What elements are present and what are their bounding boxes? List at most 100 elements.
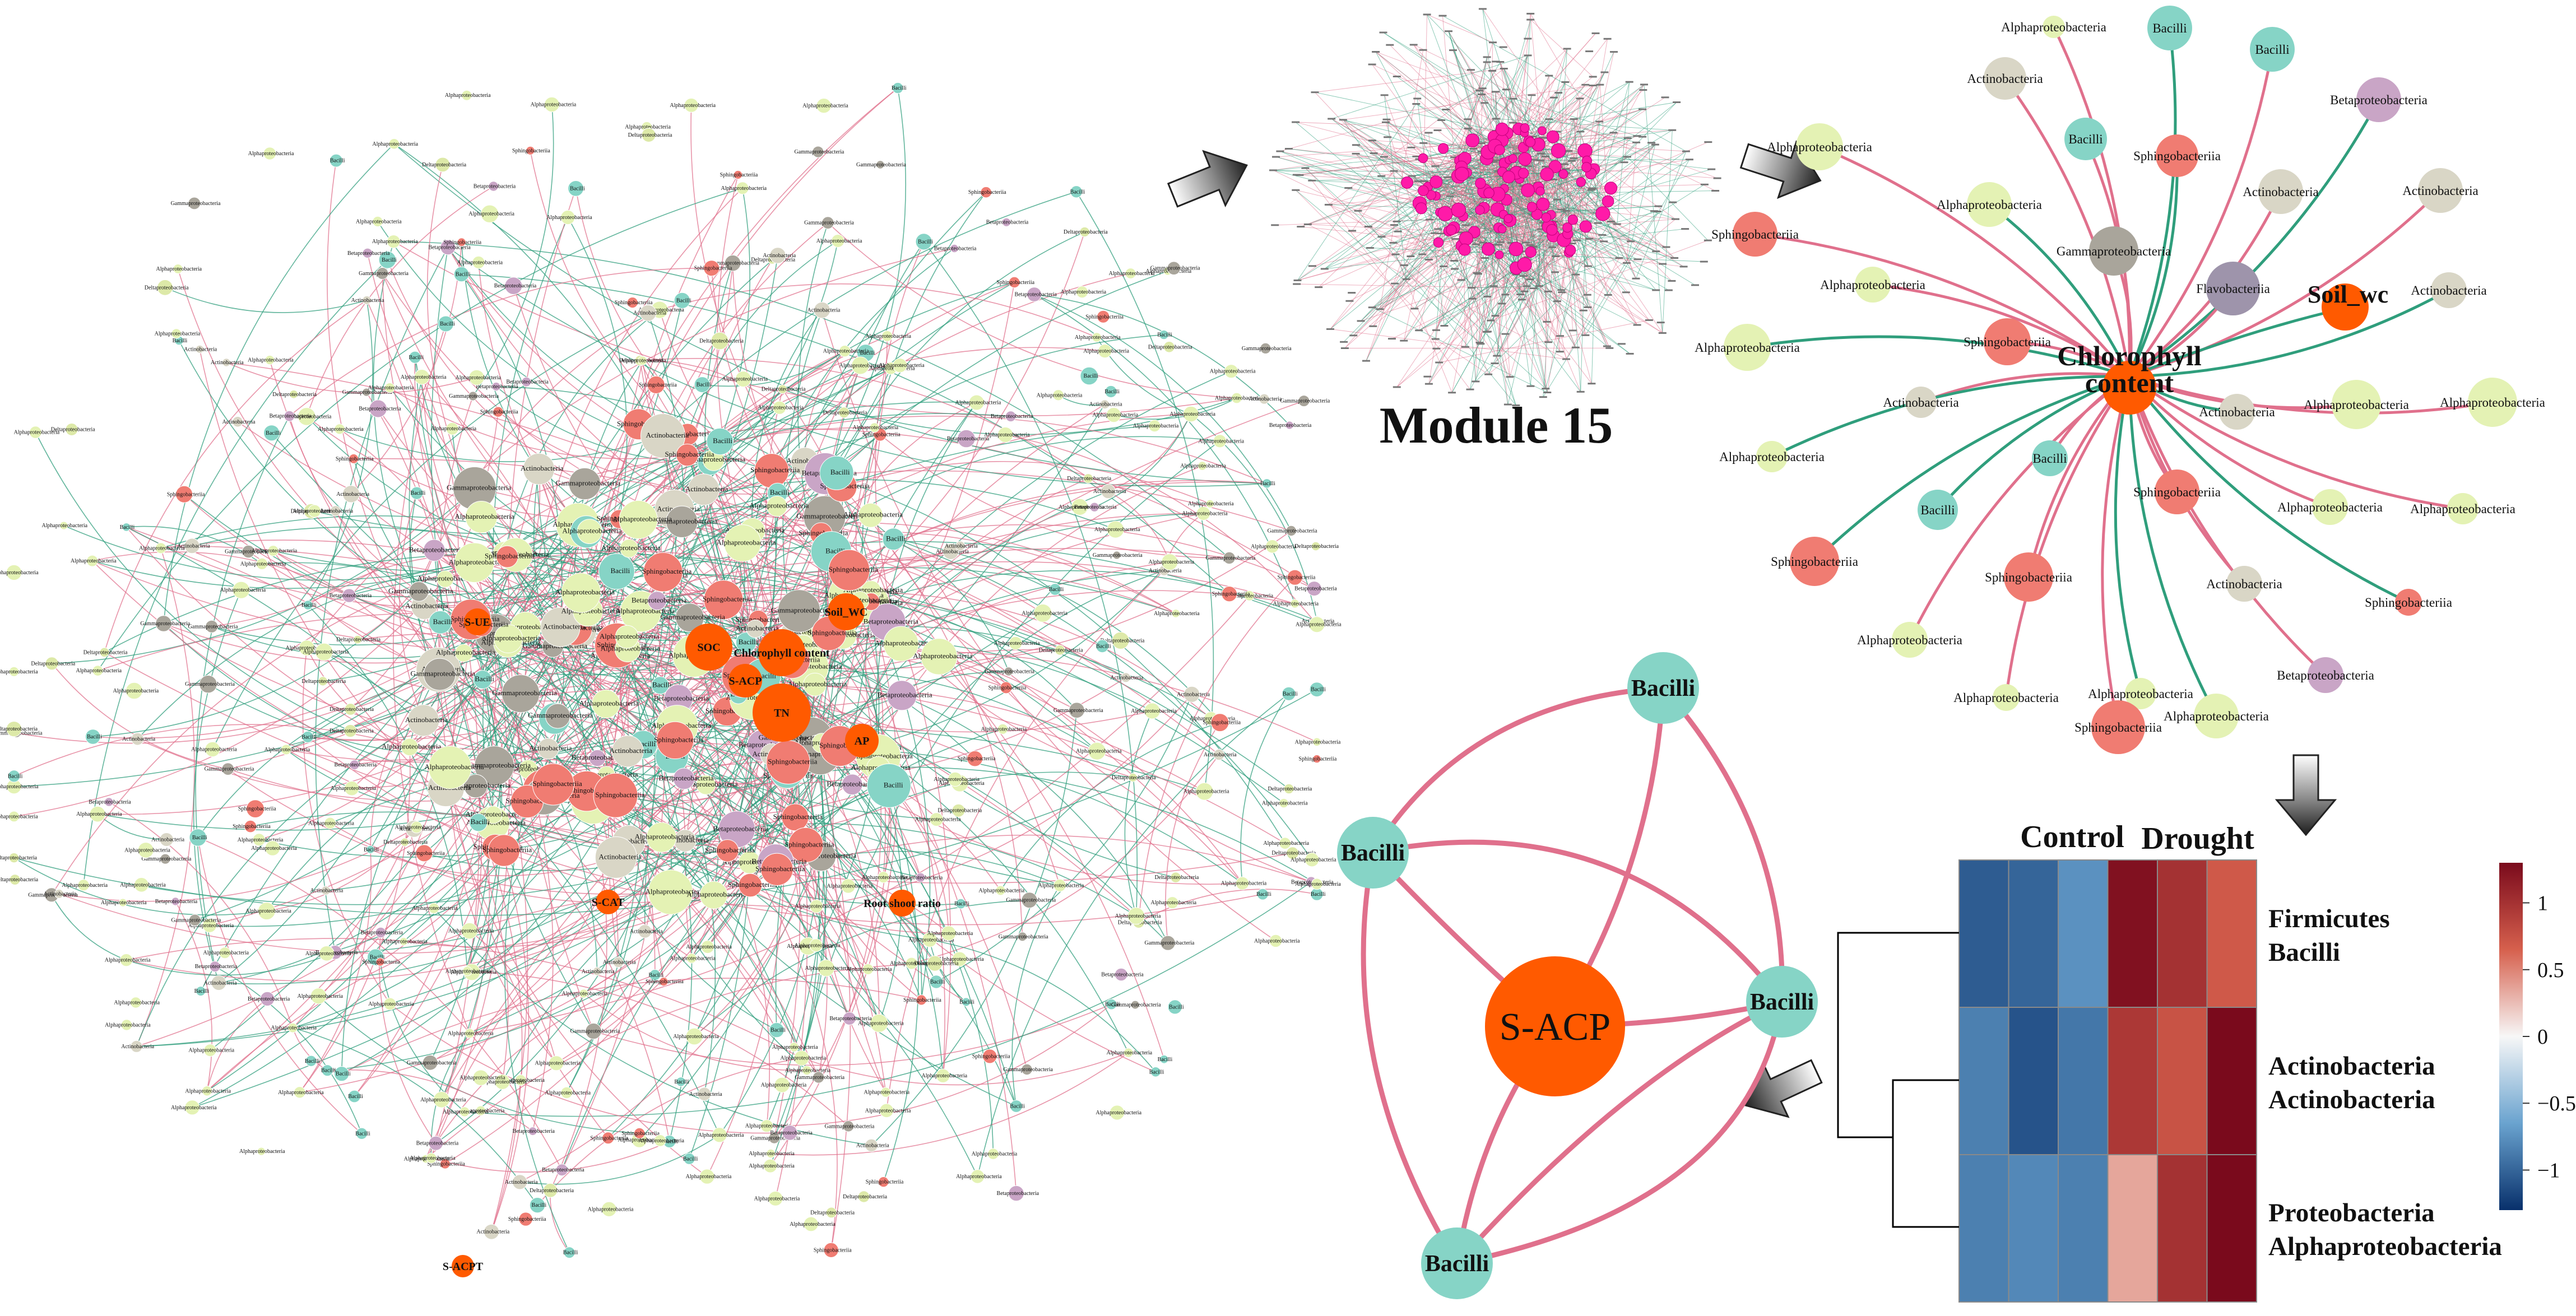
overview-taxon-label: Alphaproteobacteria [171,1105,217,1111]
overview-taxon-label: Gammaproteobacteria [188,624,238,630]
egonet-node-label: Bacilli [2152,21,2187,35]
overview-taxon-label: Betaproteobacteria [947,436,990,442]
overview-taxon-label: Alphaproteobacteria [412,905,458,912]
egonet-taxon-node: Sphingobacteriia [2133,134,2221,177]
overview-edge [370,849,616,876]
module-node [1579,309,1588,311]
overview-taxon-label: Alphaproteobacteria [1182,510,1228,517]
module-node [1426,218,1433,221]
overview-taxon-label: Deltaproteobacteria [329,728,374,734]
module-node [1501,294,1510,296]
overview-edge [467,970,849,1127]
overview-taxon-label: Gammaproteobacteria [1242,346,1292,352]
egonet-node-label: Actinobacteria [2199,405,2275,419]
module-node [1434,228,1442,230]
module-hub-node [1438,143,1449,154]
egonet-node-label: Alphaproteobacteria [2440,396,2545,410]
overview-edge [824,241,925,634]
overview-taxon-node: Sphingobacteriia [968,186,1006,198]
overview-taxon-node: Betaproteobacteria [359,399,401,418]
module-node [1377,236,1386,238]
overview-taxon-label: Gammaproteobacteria [492,689,557,697]
module-hub-node [1446,224,1457,235]
overview-taxon-node: Deltaproteobacteria [530,1183,574,1198]
egonet-node-label: Sphingobacteriia [2133,149,2221,163]
module-node [1707,168,1716,170]
module-node [1380,94,1389,96]
overview-edge [929,940,967,1003]
module-node [1487,319,1495,322]
module-node [1326,328,1334,330]
module-node [1354,210,1362,212]
module-node [1658,332,1667,334]
overview-taxon-label: Gammaproteobacteria [570,1029,620,1035]
overview-taxon-label: Gammaproteobacteria [171,917,221,923]
module-node [1522,241,1530,244]
module-node [1512,152,1521,155]
overview-edge [694,481,1267,657]
overview-factor-ap: AP [845,724,879,757]
overview-taxon-label: Sphingobacteriia [480,409,518,415]
overview-taxon-node: Actinobacteria [1110,672,1144,683]
overview-taxon-label: Sphingobacteriia [362,959,400,965]
module-node [1408,175,1416,177]
overview-edge [495,386,710,464]
overview-taxon-label: Actinobacteria [936,548,969,555]
overview-taxon-label: Alphaproteobacteria [62,882,108,889]
egonet-node-label: Flavobacteriia [2196,282,2270,296]
overview-taxon-label: Gammaproteobacteria [1053,708,1103,714]
module-node [1591,32,1600,34]
overview-taxon-label: Bacilli [440,321,455,327]
overview-taxon-circle [473,670,493,689]
overview-taxon-label: Sphingobacteriia [785,840,834,848]
overview-taxon-label: Deltaproteobacteria [530,1188,574,1194]
overview-edge [687,415,1268,484]
overview-taxon-label: Betaproteobacteria [494,283,537,289]
overview-taxon-node: Actinobacteria [405,704,448,737]
egonet-taxon-node: Bacilli [2032,440,2068,476]
overview-taxon-label: Gammaproteobacteria [407,1060,457,1066]
overview-taxon-node: Betaproteobacteria [1074,502,1117,512]
overview-taxon-label: Alphaproteobacteria [670,103,716,109]
overview-edge [136,747,875,1047]
overview-edge [393,241,1237,416]
module-node [1348,230,1357,232]
overview-taxon-label: Actinobacteria [122,736,155,742]
overview-taxon-node: Alphaproteobacteria [620,356,666,366]
overview-taxon-label: Actinobacteria [633,310,666,317]
overview-edge [292,619,471,1029]
egonet-taxon-node: Sphingobacteriia [1771,537,1858,586]
overview-taxon-label: Bacilli [382,257,397,263]
overview-taxon-node: Bacilli [1158,1054,1172,1064]
overview-edge [389,387,688,459]
overview-taxon-label: Alphaproteobacteria [105,957,151,964]
overview-taxon-node: Gammaproteobacteria [359,267,409,280]
overview-edge [481,624,937,820]
module-node [1520,290,1529,292]
egonet-taxon-node: Flavobacteriia [2196,262,2270,315]
module-node [1315,286,1323,289]
overview-edge [206,891,671,1091]
overview-taxon-node: Actinobacteria [856,1138,889,1152]
overview-edge [92,551,350,596]
module-node [1464,118,1472,120]
overview-taxon-node: Bacilli [568,180,585,197]
module-node [1615,257,1623,259]
overview-taxon-label: Actinobacteria [1248,396,1282,402]
overview-taxon-label: Alphaproteobacteria [76,668,122,674]
module-node [1284,148,1293,150]
overview-taxon-label: Gammaproteobacteria [856,162,906,168]
overview-edge [801,1052,1129,1086]
overview-taxon-node: Bacilli [706,427,734,455]
overview-taxon-node: Betaproteobacteria [1269,421,1312,430]
module-node [1498,303,1506,305]
overview-taxon-label: Sphingobacteriia [736,615,785,624]
heatmap-cell [2206,1154,2257,1303]
module-node [1437,119,1446,121]
overview-taxon-label: Gammaproteobacteria [660,612,725,621]
overview-taxon-label: Alphaproteobacteria [670,955,716,961]
overview-edge [465,881,1312,1117]
module-node [1386,44,1394,46]
overview-edge [841,461,1210,504]
